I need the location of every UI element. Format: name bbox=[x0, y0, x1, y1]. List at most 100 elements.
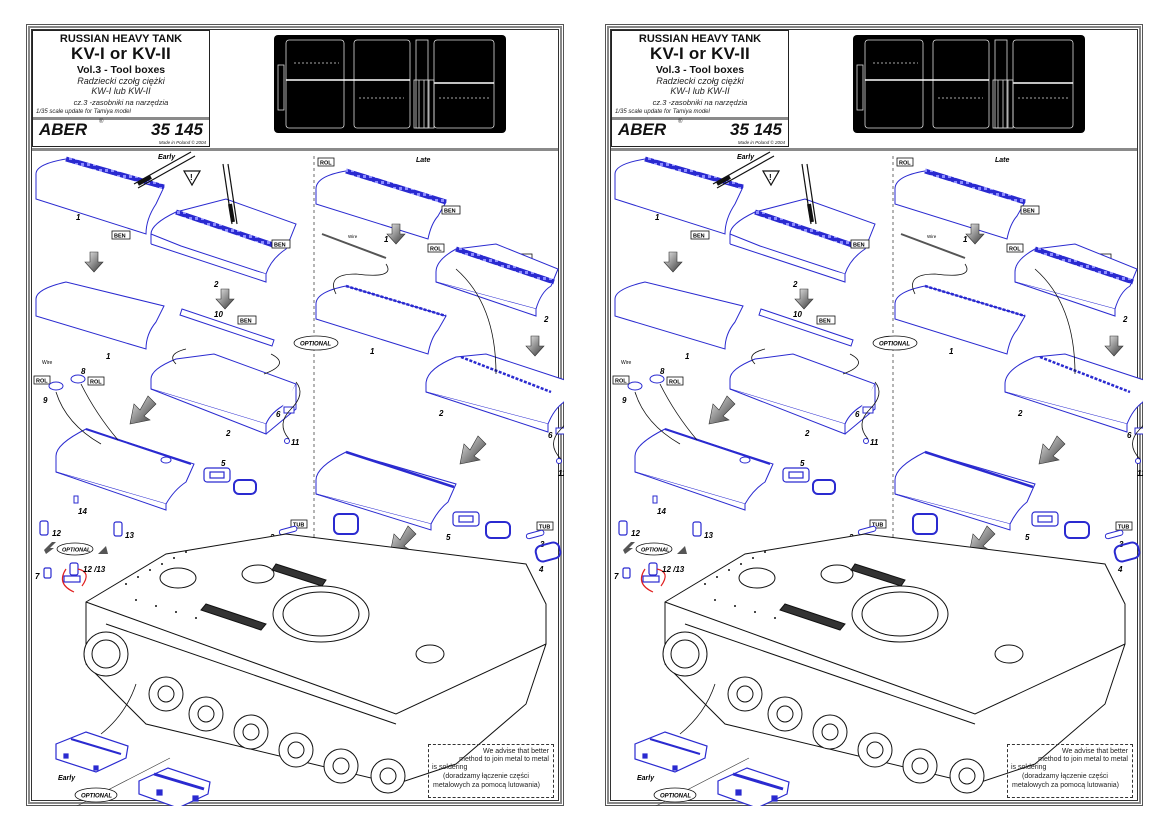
category-title: RUSSIAN HEAVY TANK bbox=[59, 33, 183, 45]
step-arrow-icon bbox=[84, 251, 104, 273]
note-line: We advise that better bbox=[482, 748, 549, 755]
connector-lines bbox=[55, 263, 564, 735]
hinge-assembly-12-13 bbox=[61, 562, 87, 593]
tag-ben: BEN bbox=[850, 239, 870, 249]
step-arrow-icon bbox=[215, 288, 235, 310]
drive-sprocket bbox=[662, 631, 708, 677]
part-number: 1 bbox=[949, 347, 954, 356]
road-wheels bbox=[727, 676, 985, 794]
hinge-part-8 bbox=[649, 374, 665, 384]
handle-part-5 bbox=[452, 511, 480, 527]
brand-logo: ABER bbox=[39, 120, 88, 139]
hobby-knife-icon bbox=[712, 151, 775, 189]
part-number: 6 bbox=[1127, 431, 1132, 440]
part-number: 2 bbox=[792, 280, 798, 289]
wire-label: Wire bbox=[42, 360, 52, 366]
latch-part-6 bbox=[862, 406, 874, 414]
step-arrow-icon bbox=[1104, 335, 1124, 357]
part-number: 9 bbox=[622, 396, 627, 405]
pin-part-11 bbox=[863, 438, 869, 444]
svg-text:ROL: ROL bbox=[1009, 247, 1021, 253]
hobby-knife-icon bbox=[222, 163, 238, 225]
svg-text:ROL: ROL bbox=[90, 380, 102, 386]
step-arrow-icon bbox=[663, 251, 683, 273]
sheet-frame-innermost bbox=[610, 29, 1138, 801]
part-number: 1 bbox=[106, 352, 111, 361]
early-box-part-2-assembled bbox=[150, 353, 297, 435]
part-number: 6 bbox=[855, 410, 860, 419]
handle-part-4 bbox=[534, 541, 562, 563]
svg-text:TUB: TUB bbox=[1118, 525, 1129, 531]
final-label-early: Early bbox=[637, 775, 655, 782]
part-number: 12 bbox=[52, 529, 61, 538]
handle-part-5 bbox=[203, 467, 231, 483]
note-line: We advise that better bbox=[1061, 748, 1128, 755]
sheet-frame-innermost bbox=[31, 29, 559, 801]
scale-note: 1/35 scale update for Tamiya model bbox=[615, 109, 710, 115]
tag-rol: ROL bbox=[1006, 243, 1024, 253]
tag-rol: ROL bbox=[33, 375, 51, 385]
part-number: 13 bbox=[704, 531, 713, 540]
late-box-part-2 bbox=[1014, 243, 1138, 317]
late-box-part-2-wired bbox=[1004, 353, 1143, 433]
part-number: 6 bbox=[548, 431, 553, 440]
part-number: 5 bbox=[221, 459, 226, 468]
polish-line-1: Radziecki czołg ciężki bbox=[77, 76, 165, 86]
svg-text:TUB: TUB bbox=[293, 523, 304, 529]
part-number: 6 bbox=[276, 410, 281, 419]
part-number: 4 bbox=[538, 565, 544, 574]
note-line: is soldering bbox=[432, 764, 468, 771]
handle-part-4 bbox=[233, 479, 257, 495]
tag-rol: ROL bbox=[87, 376, 105, 386]
polish-line-1: Radziecki czołg ciężki bbox=[656, 76, 744, 86]
handle-part-5 bbox=[1031, 511, 1059, 527]
svg-text:ROL: ROL bbox=[320, 161, 332, 167]
tag-tub: TUB bbox=[290, 519, 308, 529]
part-number: 11 bbox=[1137, 469, 1143, 478]
tag-rol: ROL bbox=[896, 157, 914, 167]
optional-badge: OPTIONAL bbox=[872, 335, 918, 351]
latch-part-6 bbox=[1134, 427, 1143, 435]
early-strip-part-10 bbox=[758, 308, 854, 347]
part-number: 7 bbox=[35, 572, 40, 581]
tag-tub: TUB bbox=[536, 521, 554, 531]
fret-panel-2 bbox=[353, 39, 411, 129]
svg-text:TUB: TUB bbox=[872, 523, 883, 529]
wire-icon bbox=[900, 233, 966, 259]
part-number: 1 bbox=[76, 213, 81, 222]
svg-text:ROL: ROL bbox=[669, 380, 681, 386]
sheet-frame-inner bbox=[28, 26, 562, 804]
step-arrow-icon bbox=[965, 223, 985, 245]
part-number: 10 bbox=[793, 310, 802, 319]
svg-text:ROL: ROL bbox=[430, 247, 442, 253]
model-title: KV-I or KV-II bbox=[650, 44, 750, 63]
optional-badge: OPTIONAL bbox=[635, 542, 673, 556]
tube-part-3 bbox=[857, 525, 877, 536]
product-code: 35 145 bbox=[730, 120, 782, 139]
early-box-part-1 bbox=[35, 156, 165, 235]
clip-part-14 bbox=[73, 495, 79, 504]
pin-part-11 bbox=[284, 438, 290, 444]
hinge-part-9 bbox=[48, 381, 64, 391]
step-arrow-icon bbox=[794, 288, 814, 310]
late-box-assembled bbox=[894, 450, 1036, 531]
fret-drawing bbox=[856, 39, 1074, 129]
engine-grille bbox=[200, 603, 267, 631]
part-number: 5 bbox=[446, 533, 451, 542]
hobby-knife-icon bbox=[801, 163, 817, 225]
step-arrow-icon bbox=[677, 546, 687, 554]
assembly-diagram: Early Late 1 BEN ! bbox=[33, 151, 564, 806]
bracket-part-13 bbox=[692, 521, 702, 537]
part-number: 11 bbox=[870, 438, 879, 447]
part-number: 1 bbox=[384, 235, 389, 244]
tag-tub: TUB bbox=[1115, 521, 1133, 531]
fret-panel-2 bbox=[932, 39, 990, 129]
assembly-diagram: Early Late 1 BEN ! bbox=[612, 151, 1143, 806]
part-number: 1 bbox=[685, 352, 690, 361]
early-strip-part-10 bbox=[179, 308, 275, 347]
note-line: method to join metal to metal bbox=[1038, 756, 1128, 763]
hinge-assembly-12-13 bbox=[640, 562, 666, 593]
engine-grille bbox=[850, 563, 906, 587]
step-arrow-icon bbox=[129, 395, 157, 425]
early-box-part-1 bbox=[614, 156, 744, 235]
